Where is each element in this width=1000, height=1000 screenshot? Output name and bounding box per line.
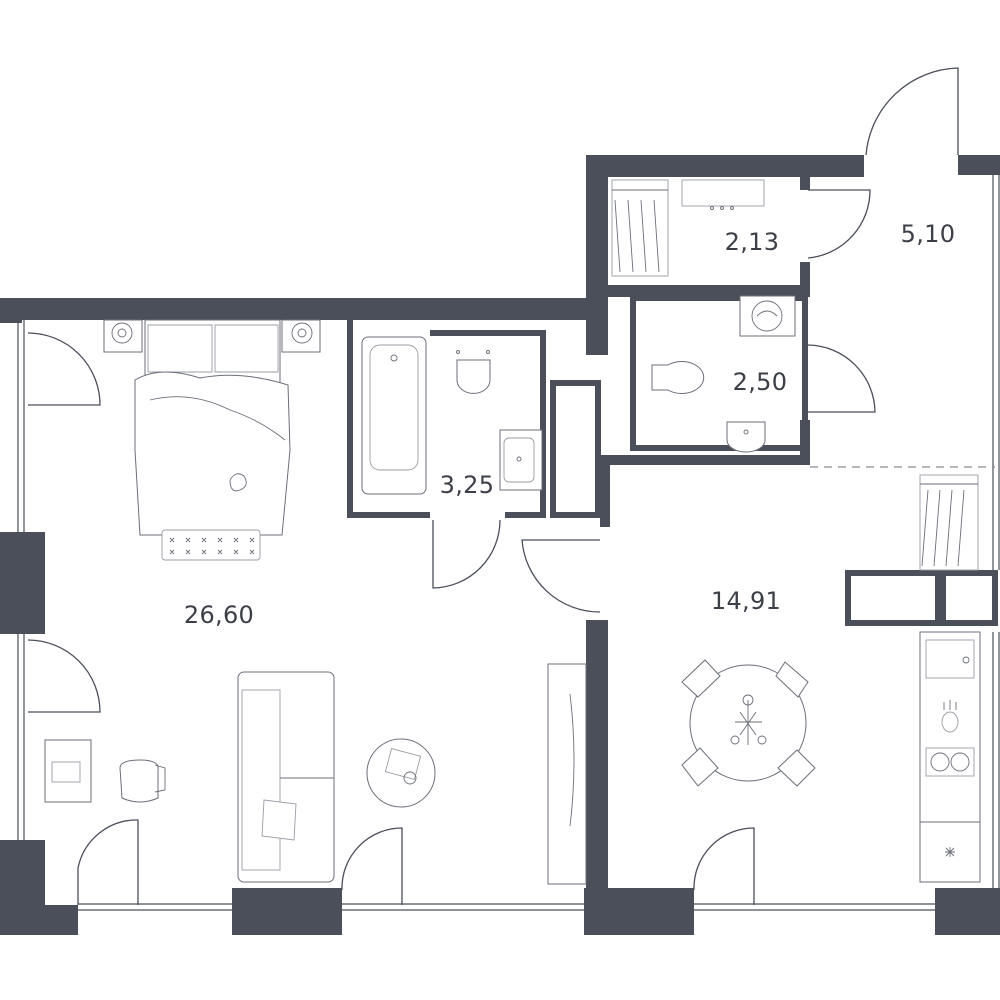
chair-icon: [119, 759, 159, 803]
tv-unit: [547, 663, 587, 885]
area-label-kitchen: 14,91: [711, 587, 781, 615]
area-label-storage: 2,13: [725, 228, 780, 256]
bath-toilet-icon: [456, 359, 491, 394]
wall-central-lower: [586, 620, 608, 888]
sofa: [237, 671, 335, 883]
bedroom-furniture: [103, 319, 321, 561]
bottom-door-1[interactable]: [77, 819, 139, 905]
wall-bottom-1: [0, 905, 78, 935]
area-label-bathroom: 3,25: [440, 471, 495, 499]
wall-toilet-door: [800, 420, 810, 460]
flower-vase-icon: [735, 700, 762, 745]
cat-icon: [229, 473, 247, 492]
doors[interactable]: [27, 67, 959, 905]
sink-icon: [726, 421, 766, 453]
wall-left-mid: [0, 532, 45, 634]
wall-top-right-corner: [958, 155, 1000, 175]
nightstand-left: [103, 319, 143, 353]
room-door[interactable]: [521, 539, 601, 613]
laundry-toilet-fixtures: [651, 295, 796, 453]
bathroom-door[interactable]: [432, 519, 501, 589]
stove-icon: [925, 747, 975, 777]
storage-shelves: [611, 179, 765, 277]
workspace: [44, 739, 166, 803]
wall-left-top: [0, 298, 22, 323]
wall-toilet: [630, 295, 808, 451]
area-label-toilet: 2,50: [733, 368, 788, 396]
dining-chair-ne: [775, 661, 809, 698]
area-label-hallway: 5,10: [901, 220, 956, 248]
wall-central-upper: [586, 155, 608, 355]
bedroom-door[interactable]: [27, 332, 101, 406]
kitchen-column-2: [940, 570, 998, 626]
kitchen-column-1: [845, 570, 941, 626]
wall-bottom-2: [232, 888, 342, 935]
shaft: [550, 380, 601, 518]
dining-chair-sw: [681, 747, 719, 787]
kitchen-furniture: [919, 474, 981, 883]
nightstand-right: [281, 319, 321, 353]
wall-toilet-bottom: [600, 455, 810, 465]
rug-icon: [161, 529, 261, 561]
coffee-table: [366, 738, 436, 808]
entrance-door[interactable]: [865, 67, 959, 156]
wall-storage-bottom-2: [720, 285, 810, 297]
bottom-door-2[interactable]: [341, 827, 403, 905]
storage-door[interactable]: [807, 189, 871, 259]
dining-chair-se: [777, 749, 816, 787]
left-balcony-door[interactable]: [27, 639, 101, 713]
wall-bath-right: [430, 330, 546, 518]
toilet-icon: [651, 361, 705, 394]
wall-storage-door-top: [800, 170, 810, 190]
bathroom-fixtures: [361, 336, 543, 495]
area-labels: 26,60 3,25 2,13 5,10 2,50 14,91: [184, 220, 955, 629]
dining-chair-nw: [681, 659, 721, 698]
wall-bottom-3: [584, 888, 694, 935]
tv-cabinet-icon: [547, 663, 587, 885]
wall-bottom-4: [935, 888, 1000, 935]
wall-top-left: [0, 298, 590, 320]
wall-storage-bottom: [600, 285, 730, 297]
toilet-door[interactable]: [807, 344, 876, 413]
wall-central-mid: [600, 462, 610, 527]
kitchen-sink-icon: [925, 639, 975, 679]
dining-set: [681, 659, 816, 787]
walls: [0, 155, 1000, 935]
wall-top-right: [586, 155, 864, 177]
wall-bath-left: [347, 320, 430, 518]
wall-storage-door-bottom: [800, 262, 810, 292]
area-label-living-bedroom: 26,60: [184, 601, 254, 629]
washing-machine-icon: [739, 295, 796, 337]
bottom-door-3[interactable]: [693, 827, 755, 905]
